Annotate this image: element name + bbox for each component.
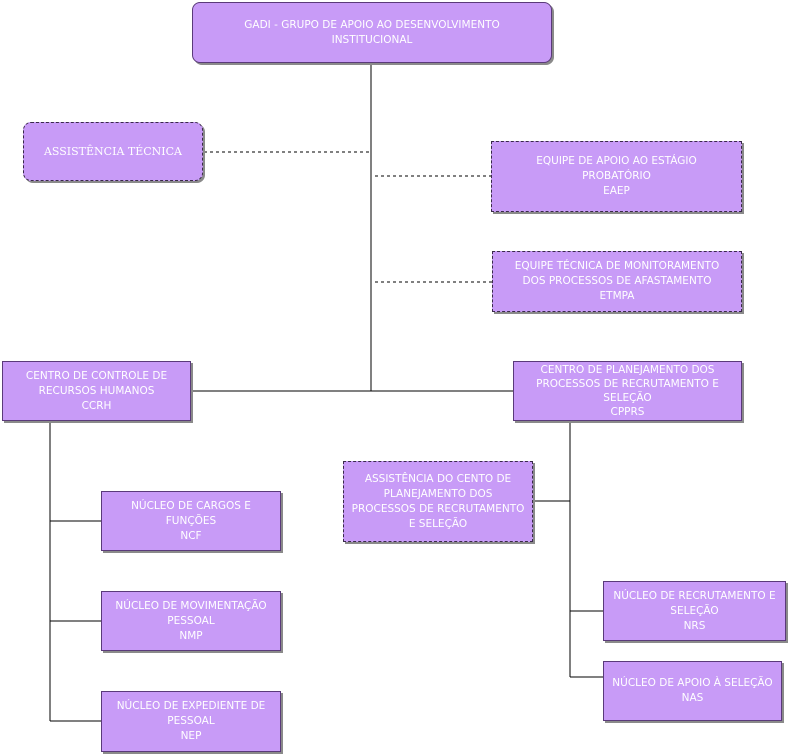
nmp-line1: NÚCLEO DE MOVIMENTAÇÃO xyxy=(115,599,267,612)
etmpa-line3: ETMPA xyxy=(599,290,635,302)
eaep-box: EQUIPE DE APOIO AO ESTÁGIO PROBATÓRIO EA… xyxy=(491,141,742,212)
assist-cpprs-line4: E SELEÇÃO xyxy=(408,517,468,530)
nrs-line3: NRS xyxy=(683,619,706,632)
nas-line2: NAS xyxy=(681,692,704,704)
cpprs-line1: CENTRO DE PLANEJAMENTO DOS xyxy=(540,364,715,376)
eaep-line3: EAEP xyxy=(603,185,630,197)
nrs-line2: SELEÇÃO xyxy=(670,604,719,617)
etmpa-box: EQUIPE TÉCNICA DE MONITORAMENTO DOS PROC… xyxy=(492,251,742,312)
nmp-line3: NMP xyxy=(179,629,203,642)
eaep-line2: PROBATÓRIO xyxy=(582,170,651,182)
nrs-line1: NÚCLEO DE RECRUTAMENTO E xyxy=(613,589,776,602)
gadi-title-line1: GADI - GRUPO DE APOIO AO DESENVOLVIMENTO xyxy=(244,18,500,31)
nmp-line2: PESSOAL xyxy=(167,614,215,627)
nep-line3: NEP xyxy=(180,730,202,742)
assist-cpprs-line1: ASSISTÊNCIA DO CENTO DE xyxy=(364,472,512,485)
cpprs-box: CENTRO DE PLANEJAMENTO DOS PROCESSOS DE … xyxy=(513,361,742,421)
assistencia-cpprs-box: ASSISTÊNCIA DO CENTO DE PLANEJAMENTO DOS… xyxy=(343,461,533,542)
gadi-root-box: GADI - GRUPO DE APOIO AO DESENVOLVIMENTO… xyxy=(192,2,552,63)
ccrh-line2: RECURSOS HUMANOS xyxy=(38,384,155,397)
nas-line1: NÚCLEO DE APOIO À SELEÇÃO xyxy=(612,677,773,689)
etmpa-line2: DOS PROCESSOS DE AFASTAMENTO xyxy=(522,275,712,287)
ncf-line1: NÚCLEO DE CARGOS E xyxy=(131,499,251,512)
ccrh-line3: CCRH xyxy=(81,399,112,412)
ccrh-box: CENTRO DE CONTROLE DE RECURSOS HUMANOS C… xyxy=(2,361,191,421)
nep-line2: PESSOAL xyxy=(167,715,215,727)
nep-box: NÚCLEO DE EXPEDIENTE DE PESSOAL NEP xyxy=(101,691,281,752)
assist-cpprs-line3: PROCESSOS DE RECRUTAMENTO xyxy=(351,502,525,515)
eaep-line1: EQUIPE DE APOIO AO ESTÁGIO xyxy=(536,155,697,167)
gadi-title-line2: INSTITUCIONAL xyxy=(331,33,413,46)
cpprs-line3: SELEÇÃO xyxy=(603,392,652,404)
nmp-box: NÚCLEO DE MOVIMENTAÇÃO PESSOAL NMP xyxy=(101,591,281,651)
assistencia-tecnica-label: ASSISTÊNCIA TÉCNICA xyxy=(43,145,182,158)
etmpa-line1: EQUIPE TÉCNICA DE MONITORAMENTO xyxy=(514,260,720,272)
assistencia-tecnica-box: ASSISTÊNCIA TÉCNICA xyxy=(23,122,203,181)
ncf-box: NÚCLEO DE CARGOS E FUNÇÕES NCF xyxy=(101,491,281,551)
nep-line1: NÚCLEO DE EXPEDIENTE DE xyxy=(116,700,266,712)
ccrh-line1: CENTRO DE CONTROLE DE xyxy=(25,369,168,382)
cpprs-line4: CPPRS xyxy=(610,406,645,418)
ncf-line3: NCF xyxy=(180,529,202,542)
ncf-line2: FUNÇÕES xyxy=(165,514,217,527)
nas-box: NÚCLEO DE APOIO À SELEÇÃO NAS xyxy=(603,661,782,721)
assist-cpprs-line2: PLANEJAMENTO DOS xyxy=(383,487,493,500)
cpprs-line2: PROCESSOS DE RECRUTAMENTO E xyxy=(536,378,719,390)
nrs-box: NÚCLEO DE RECRUTAMENTO E SELEÇÃO NRS xyxy=(603,581,786,641)
